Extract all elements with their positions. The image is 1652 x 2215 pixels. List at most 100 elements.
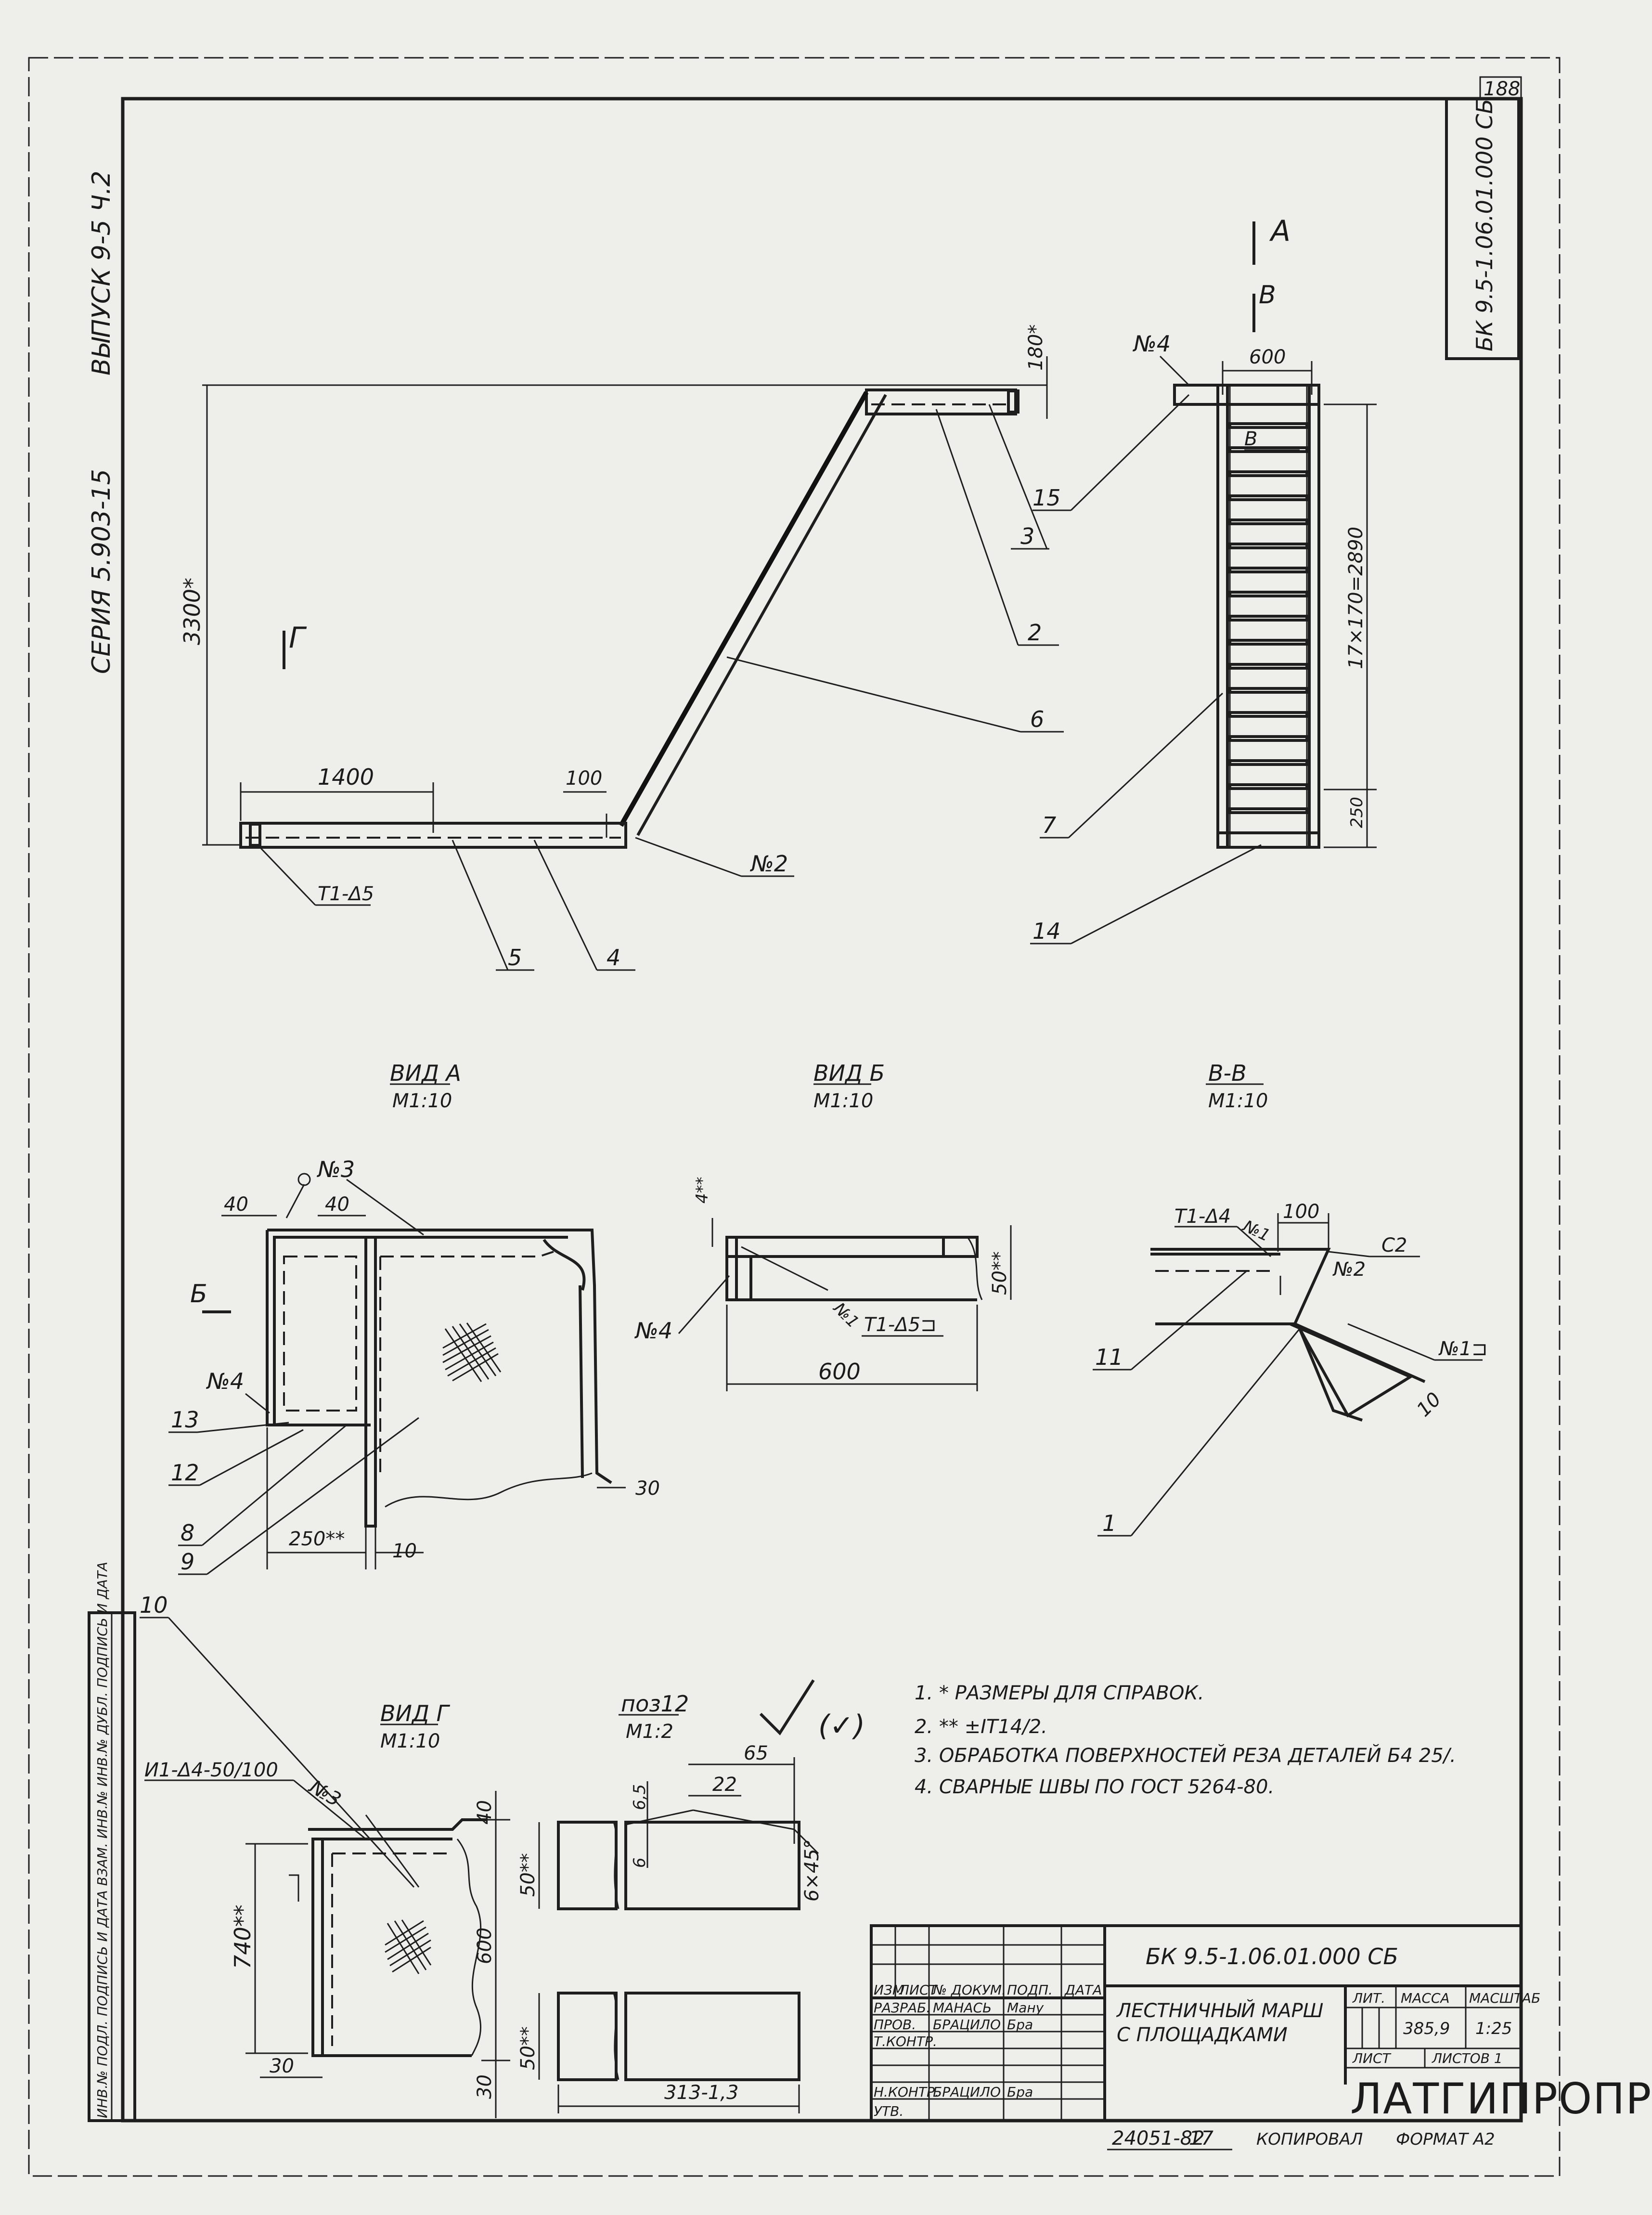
footer-copied: КОПИРОВАЛ (1256, 2130, 1363, 2149)
tb-row2-name: БРАЦИЛО (933, 2017, 1001, 2033)
view-g-height: 740** (230, 1904, 256, 1969)
sheet-number: 188 (1484, 78, 1520, 100)
left-stamp-text: ИНВ.№ ПОДЛ. ПОДПИСЬ И ДАТА ВЗАМ. ИНВ.№ И… (94, 1562, 110, 2118)
view-g-mesh (385, 1919, 432, 1974)
detail-a-node3: №3 (316, 1156, 355, 1182)
note-2: 2. ** ±IT14/2. (915, 1716, 1047, 1738)
stair-tread (1228, 446, 1308, 453)
view-g-title: ВИД Г (380, 1700, 451, 1726)
view-g-dim600: 600 (474, 1928, 496, 1964)
side-stamp-box (1445, 97, 1520, 360)
leader-14: 14 (1032, 918, 1061, 944)
stair-tread (1228, 470, 1308, 477)
top-dim: 180* (1025, 324, 1047, 371)
node4-label: №4 (1132, 331, 1171, 357)
leader-13: 13 (171, 1407, 199, 1433)
stair-tread (1228, 663, 1308, 670)
leader-11: 11 (1095, 1344, 1123, 1370)
footer: 24051-82 17 КОПИРОВАЛ ФОРМАТ А2 (1107, 2127, 1495, 2150)
view-b-scale: М1:10 (813, 1090, 873, 1112)
tb-row4-sign: Бра (1007, 2084, 1033, 2100)
stair-tread (1228, 422, 1308, 429)
outer-frame (28, 57, 1561, 2177)
main-view: 3300* 180* 1400 100 Т1-Δ5 №2 3 (179, 324, 1064, 971)
view-titles: ВИД А М1:10 ВИД Б М1:10 В-В М1:10 (390, 1060, 1268, 1112)
stair-tread (1228, 567, 1308, 573)
tb-row4-role: Н.КОНТР. (874, 2084, 939, 2100)
leader-9: 9 (181, 1549, 194, 1575)
title-block: ИЗМ ЛИСТ № ДОКУМ. ПОДП. ДАТА РАЗРАБ. МАН… (870, 1924, 1652, 2124)
height-dim: 3300* (179, 578, 205, 645)
stair-tread (1228, 807, 1308, 814)
view-b-title: ВИД Б (813, 1060, 885, 1086)
detail-bb-node1: №1 (1239, 1216, 1273, 1245)
tb-h-date: ДАТА (1064, 1982, 1102, 1998)
detail-a-dim40a: 40 (224, 1193, 248, 1216)
detail-b-dim50: 50** (989, 1251, 1011, 1295)
notes: 1. * РАЗМЕРЫ ДЛЯ СПРАВОК. 2. ** ±IT14/2.… (915, 1682, 1456, 1798)
leader-1: 1 (1102, 1510, 1116, 1536)
roughness-mark: (✓) (818, 1709, 865, 1743)
pos12-dim50b: 50** (517, 2026, 539, 2070)
weld-tag-left: Т1-Δ5 (318, 883, 374, 905)
view-g: ВИД Г М1:10 И1-Δ4-50/100 №3 740** 40 600… (144, 1700, 510, 2118)
weld-tag-node2: №2 (749, 851, 788, 877)
tb-h-doc: № ДОКУМ. (932, 1982, 1006, 1998)
detail-b-dim4: 4** (693, 1177, 712, 1204)
landing-len: 1400 (318, 764, 374, 790)
view-g-dim30b: 30 (474, 2074, 496, 2099)
detail-bb-node2: №2 (1332, 1258, 1366, 1281)
tb-sheet-label: ЛИСТ (1352, 2050, 1392, 2066)
pos12-dim65b: 6,5 (630, 1784, 649, 1810)
pos12-scale: М1:2 (626, 1721, 673, 1743)
detail-bb-dim10: 10 (1413, 1388, 1446, 1422)
tb-row5-role: УТВ. (874, 2103, 903, 2119)
detail-bb-dim100: 100 (1283, 1201, 1319, 1223)
pos12-dim65: 65 (744, 1742, 768, 1764)
tb-row3-role: Т.КОНТР. (874, 2034, 937, 2049)
view-a-scale: М1:10 (392, 1090, 452, 1112)
tb-scale: 1:25 (1475, 2019, 1512, 2038)
view-mark-b: Б (190, 1280, 207, 1308)
inner-frame (121, 97, 1523, 2123)
pos12-length: 313-1,3 (664, 2082, 738, 2104)
bottom-dim: 250 (1347, 797, 1367, 828)
leader-3: 3 (1020, 523, 1034, 549)
left-stamp: ИНВ.№ ПОДЛ. ПОДПИСЬ И ДАТА ВЗАМ. ИНВ.№ И… (88, 1562, 136, 2122)
tb-row4-name: БРАЦИЛО (933, 2084, 1001, 2100)
detail-a-dim40b: 40 (325, 1193, 349, 1216)
detail-a-node4: №4 (206, 1368, 244, 1394)
leader-4: 4 (607, 945, 620, 971)
roughness-icon (759, 1679, 815, 1736)
detail-b-node4: №4 (634, 1318, 672, 1344)
stair-tread (1228, 783, 1308, 790)
detail-b: 4** 50** №4 №1 Т1-Δ5⊐ 600 (634, 1177, 1012, 1391)
tb-row1-role: РАЗРАБ. (874, 2000, 930, 2016)
leader-8: 8 (181, 1520, 194, 1546)
detail-bb-node1b: №1⊐ (1438, 1338, 1488, 1360)
tb-row2-role: ПРОВ. (874, 2017, 916, 2033)
tb-code: БК 9.5-1.06.01.000 СБ (1146, 1943, 1398, 1969)
view-g-dim40: 40 (474, 1800, 496, 1825)
tb-sheets-label: ЛИСТОВ 1 (1432, 2050, 1503, 2066)
detail-b-node1: №1 (829, 1298, 863, 1332)
leader-5: 5 (508, 945, 522, 971)
tb-mass: 385,9 (1403, 2019, 1450, 2038)
leader-12: 12 (171, 1460, 199, 1486)
tb-row2-sign: Бра (1007, 2017, 1033, 2033)
leader-10: 10 (140, 1592, 168, 1618)
view-g-weld: И1-Δ4-50/100 (144, 1759, 278, 1781)
section-view: А В №4 600 В 17×170=2890 250 15 (1030, 214, 1377, 945)
leader-7: 7 (1042, 812, 1056, 838)
detail-a: №3 40 40 №4 13 12 (168, 1156, 660, 1575)
tb-lit: ЛИТ. (1352, 1990, 1385, 2006)
tb-mass-label: МАССА (1401, 1990, 1450, 2006)
detail-b-weld: Т1-Δ5⊐ (864, 1314, 937, 1336)
tb-name1: ЛЕСТНИЧНЫЙ МАРШ (1116, 1999, 1323, 2022)
tb-org: ЛАТГИПРОПРОМ (1350, 2074, 1652, 2124)
stair-tread (1228, 494, 1308, 501)
note-3: 3. ОБРАБОТКА ПОВЕРХНОСТЕЙ РЕЗА ДЕТАЛЕЙ Б… (915, 1744, 1456, 1767)
tb-scale-label: МАСШТАБ (1469, 1990, 1540, 2006)
detail-a-dim250: 250** (289, 1528, 345, 1550)
